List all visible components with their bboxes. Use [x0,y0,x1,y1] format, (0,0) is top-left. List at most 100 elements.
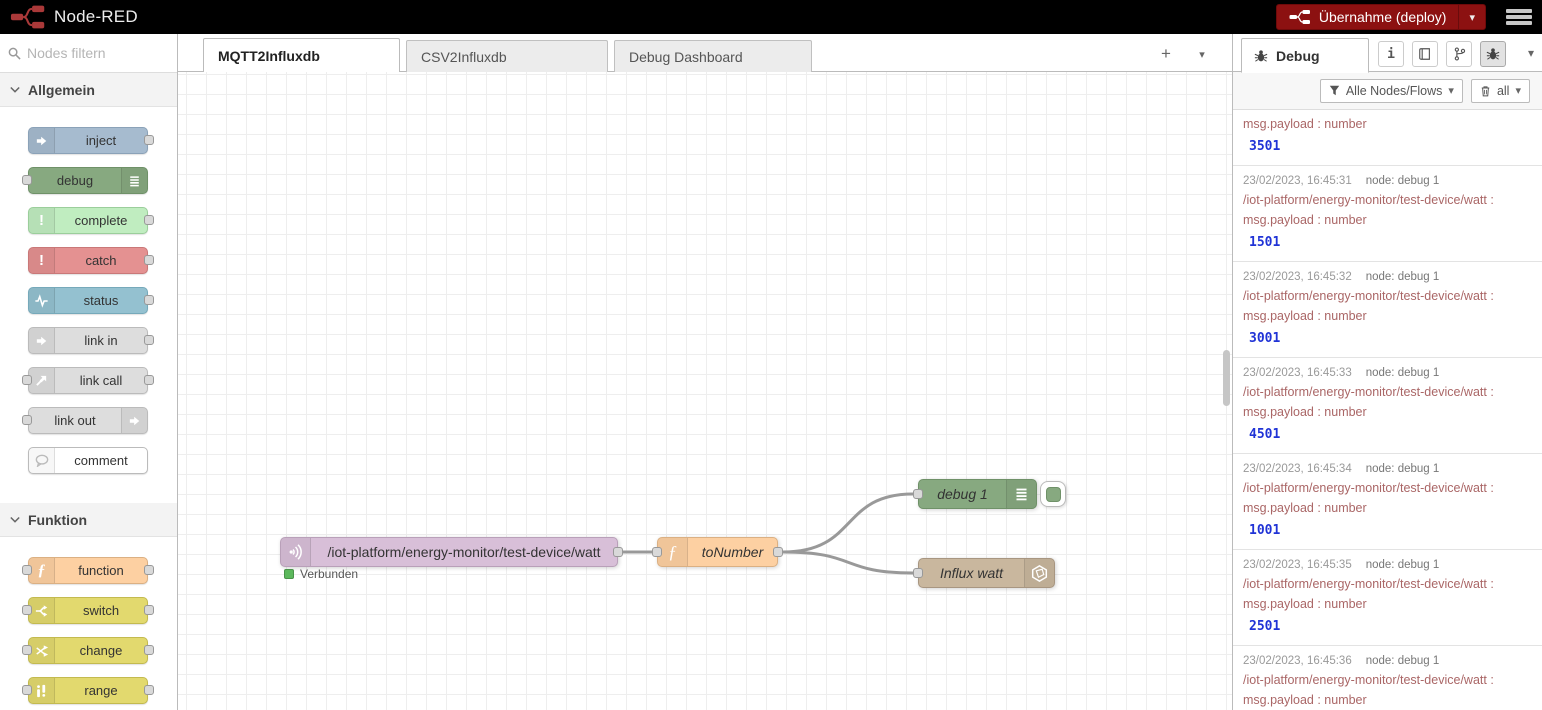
flow-tab-mqtt2influxdb[interactable]: MQTT2Influxdb [203,38,400,72]
canvas-node-mqtt-in[interactable]: /iot-platform/energy-monitor/test-device… [280,537,623,567]
msg-node-name: node: debug 1 [1365,559,1440,571]
node-port[interactable] [144,135,154,145]
msg-value[interactable]: 1001 [1249,523,1281,538]
chevron-down-icon [10,516,20,523]
msg-topic: /iot-platform/energy-monitor/test-device… [1243,481,1494,495]
mqtt-node-status: Verbunden [284,567,358,581]
node-port[interactable] [144,215,154,225]
node-port[interactable] [22,375,32,385]
node-port[interactable] [144,335,154,345]
info-tab-button[interactable]: i [1378,41,1404,67]
palette-section-allgemein[interactable]: Allgemein [0,73,177,107]
wire-layer [622,492,914,575]
palette-node-link-in[interactable]: link in [28,327,154,354]
deploy-options-caret[interactable]: ▾ [1458,5,1485,29]
canvas-node-influx-out[interactable]: Influx watt [913,558,1055,588]
debug-sidebar: Debug i ▾ Alle Nodes/Flows ▾ all ▾ msg.p… [1232,34,1542,710]
debug-message-partial: msg.payload : number 3501 [1233,110,1542,166]
node-input-port[interactable] [913,568,923,578]
node-port[interactable] [22,415,32,425]
node-port[interactable] [144,565,154,575]
node-port[interactable] [22,175,32,185]
palette-node-status[interactable]: status [28,287,154,314]
node-input-port[interactable] [913,489,923,499]
msg-timestamp: 23/02/2023, 16:45:35 [1243,559,1352,571]
git-branch-icon [1454,47,1465,61]
palette-node-complete[interactable]: ! complete [28,207,154,234]
palette-node-switch[interactable]: switch [22,597,154,624]
debug-enable-toggle[interactable] [1040,481,1066,507]
deploy-icon [1289,10,1310,24]
exclamation-icon: ! [29,248,55,273]
debug-list-icon [1006,480,1036,508]
wire-tonumber-influx[interactable] [782,550,914,575]
change-cross-icon [29,638,55,663]
palette-node-link-out[interactable]: link out [22,407,148,434]
palette-search[interactable] [0,34,177,73]
debug-clear-button[interactable]: all ▾ [1470,78,1530,103]
debug-message-list[interactable]: msg.payload : number 3501 23/02/2023, 16… [1233,110,1542,710]
canvas-node-tonumber[interactable]: ƒ toNumber [652,537,783,567]
node-port[interactable] [22,685,32,695]
canvas-vertical-scrollbar[interactable] [1223,350,1230,406]
bug-icon [1254,49,1268,62]
palette-node-inject[interactable]: inject [28,127,154,154]
node-port[interactable] [144,605,154,615]
msg-topic: /iot-platform/energy-monitor/test-device… [1243,673,1494,687]
flow-tab-debug-dashboard[interactable]: Debug Dashboard [614,40,812,72]
palette-group-allgemein: inject debug ! complete ! catch [0,107,177,503]
deploy-button[interactable]: Übernahme (deploy) ▾ [1275,4,1486,30]
msg-path: msg.payload : number [1243,501,1367,515]
msg-node-name: node: debug 1 [1365,175,1440,187]
link-arrow-icon [121,408,147,433]
flow-tab-csv2influxdb[interactable]: CSV2Influxdb [406,40,608,72]
node-port[interactable] [144,645,154,655]
msg-timestamp: 23/02/2023, 16:45:34 [1243,463,1352,475]
canvas-node-debug1[interactable]: debug 1 [913,479,1037,509]
msg-value[interactable]: 3501 [1249,139,1281,154]
node-input-port[interactable] [652,547,662,557]
debug-filter-button[interactable]: Alle Nodes/Flows ▾ [1319,78,1463,103]
sidebar-tab-debug[interactable]: Debug [1241,38,1369,73]
msg-value[interactable]: 1501 [1249,235,1281,250]
palette-node-debug[interactable]: debug [22,167,148,194]
palette-search-input[interactable] [27,45,157,61]
config-nodes-button[interactable] [1446,41,1472,67]
node-port[interactable] [22,605,32,615]
node-port[interactable] [144,685,154,695]
palette-node-link-call[interactable]: link call [22,367,154,394]
palette-node-comment[interactable]: comment [28,447,148,474]
node-port[interactable] [22,645,32,655]
node-output-port[interactable] [613,547,623,557]
palette-node-change[interactable]: change [22,637,154,664]
node-port[interactable] [144,375,154,385]
wire-tonumber-debug[interactable] [782,492,914,554]
msg-value[interactable]: 3001 [1249,331,1281,346]
flow-list-caret[interactable]: ▾ [1199,48,1205,61]
sidebar-tabs-caret[interactable]: ▾ [1527,46,1534,60]
palette-section-funktion[interactable]: Funktion [0,503,177,537]
add-flow-button[interactable]: + [1161,44,1171,63]
app-title: Node-RED [54,7,138,26]
search-icon [8,47,21,60]
msg-value[interactable]: 2501 [1249,619,1281,634]
node-port[interactable] [22,565,32,575]
link-arrow-icon [29,328,55,353]
node-port[interactable] [144,295,154,305]
node-output-port[interactable] [773,547,783,557]
palette-node-function[interactable]: ƒ function [22,557,154,584]
palette-node-range[interactable]: range [22,677,154,704]
node-port[interactable] [144,255,154,265]
help-book-button[interactable] [1412,41,1438,67]
debug-tab-button[interactable] [1480,41,1506,67]
main-menu-button[interactable] [1506,7,1532,27]
msg-value[interactable]: 4501 [1249,427,1281,442]
palette-node-catch[interactable]: ! catch [28,247,154,274]
msg-node-name: node: debug 1 [1365,463,1440,475]
node-palette: Allgemein inject debug ! complete [0,34,178,710]
flow-canvas[interactable]: /iot-platform/energy-monitor/test-device… [178,72,1232,710]
